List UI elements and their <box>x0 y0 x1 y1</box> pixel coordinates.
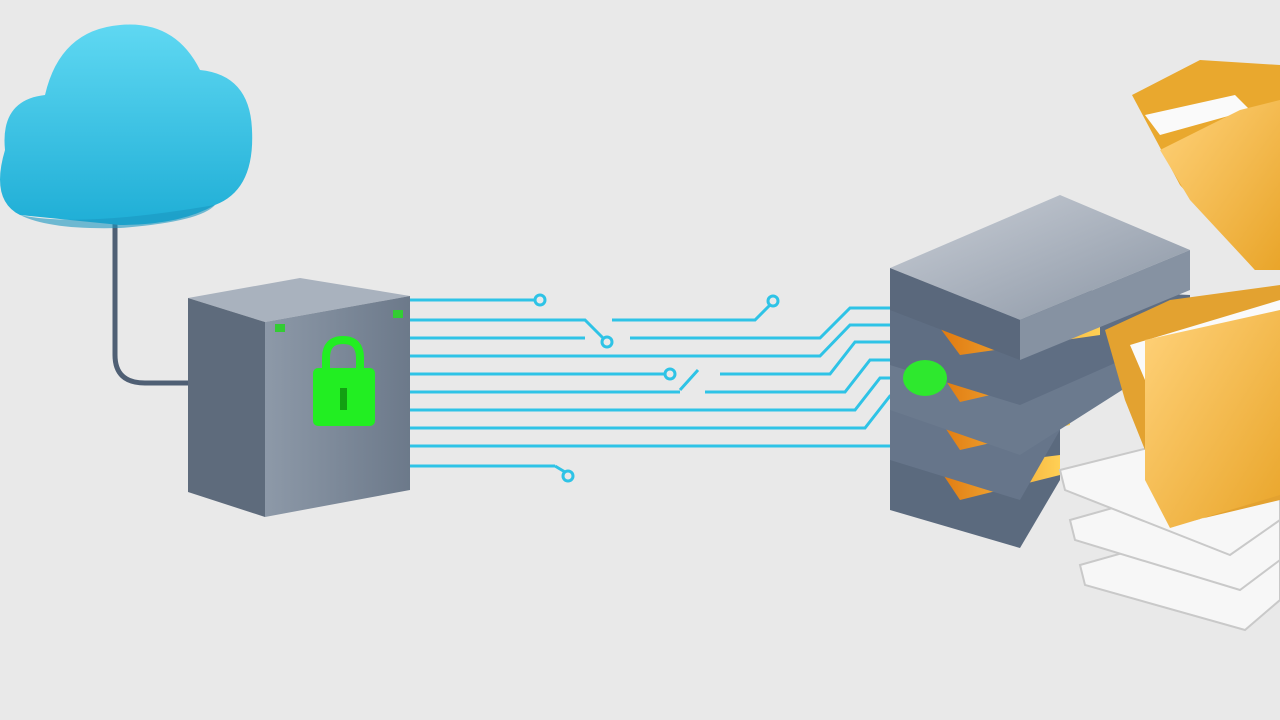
lock-box <box>188 278 410 517</box>
folder-icon <box>1105 285 1280 528</box>
cloud-icon <box>0 24 253 229</box>
server-icon <box>890 195 1190 548</box>
circuit-lines <box>410 293 964 483</box>
lock-icon <box>313 335 375 426</box>
cable <box>112 215 192 386</box>
green-key-glow <box>903 360 947 396</box>
folder-icon-top <box>1132 60 1280 270</box>
